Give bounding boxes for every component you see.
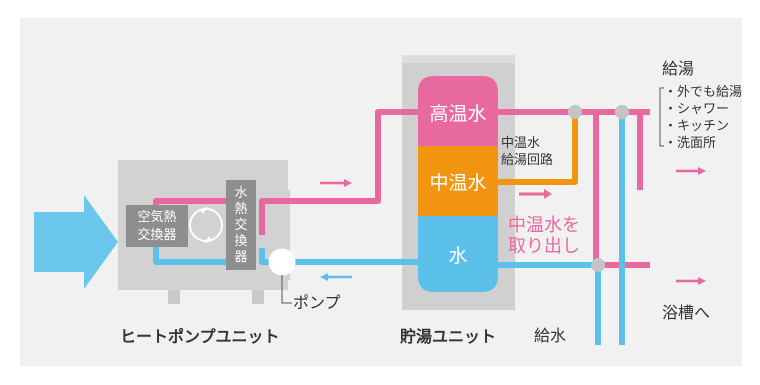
air-inflow-arrow (34, 195, 118, 289)
tank-unit-label: 貯湯ユニット (400, 327, 496, 346)
tank-low-layer (418, 216, 498, 292)
feed-label: 給水 (534, 326, 566, 345)
air-heat-exchanger (126, 205, 223, 247)
bath-label: 浴槽へ (662, 303, 710, 322)
water-hx-char3: 交 (234, 217, 247, 233)
pump-label: ポンプ (293, 293, 341, 312)
tank-high-label: 高温水 (429, 103, 486, 125)
mid-extract-line2: 取り出し (508, 236, 580, 257)
supply-item-3: ・キッチン (664, 119, 729, 134)
water-heat-exchanger (226, 180, 256, 270)
flow-arrows (320, 167, 706, 285)
mid-circuit-line2: 給湯回路 (501, 152, 553, 168)
supply-item-4: ・洗面所 (664, 136, 716, 151)
mid-water-pipes (494, 112, 578, 185)
tank-mid-label: 中温水 (429, 172, 486, 194)
supply-title: 給湯 (662, 59, 694, 78)
joint-bottom (591, 258, 605, 272)
mid-circuit-line1: 中温水 (501, 136, 540, 151)
storage-tank (418, 76, 498, 292)
hp-unit-label: ヒートポンプユニット (120, 327, 280, 346)
tank-high-layer (418, 76, 498, 146)
water-hx-char4: 換 (234, 234, 247, 249)
supply-item-2: ・シャワー (664, 102, 729, 117)
mid-extract-line1: 中温水を (508, 215, 580, 236)
supply-bracket (659, 87, 664, 147)
air-hx-line2: 交換器 (137, 227, 176, 243)
pump-leader (281, 275, 292, 304)
joint-top-a (568, 105, 582, 119)
water-hx-char1: 水 (234, 186, 247, 201)
tank-mid-layer (418, 146, 498, 216)
air-hx-line1: 空気熱 (137, 209, 176, 225)
water-hx-char5: 器 (234, 250, 247, 265)
pump-icon (268, 248, 296, 276)
joint-top-b (615, 105, 629, 119)
tank-low-label: 水 (448, 245, 467, 267)
supply-item-1: ・外でも給湯 (664, 85, 742, 100)
water-hx-char2: 熱 (234, 202, 247, 217)
